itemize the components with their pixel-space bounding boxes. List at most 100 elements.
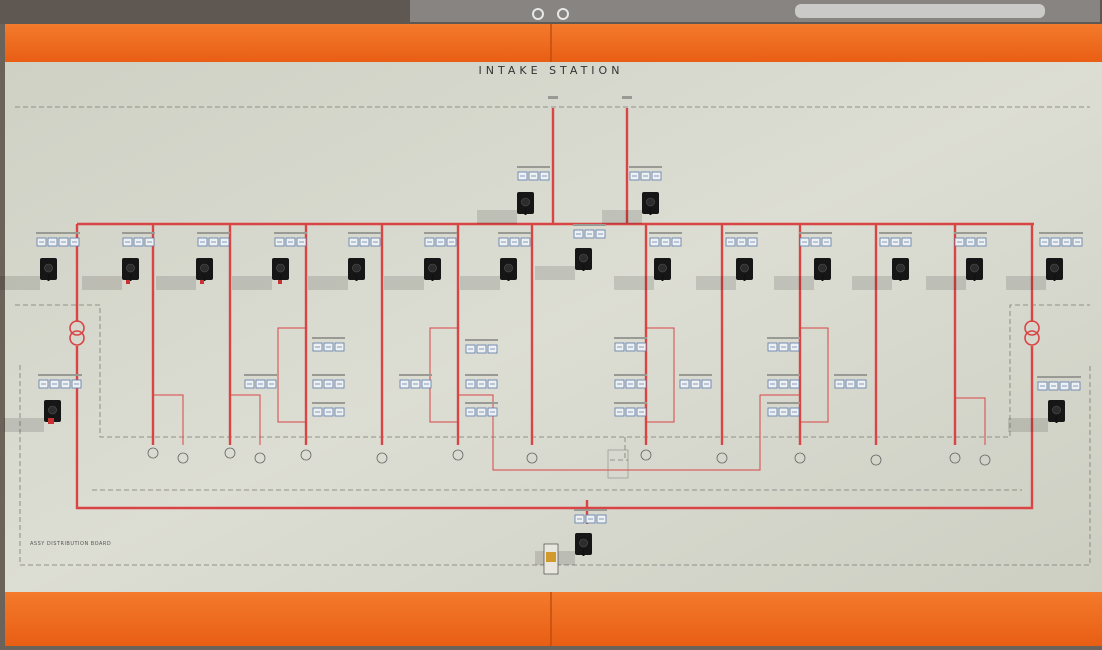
shadow <box>156 276 196 290</box>
meter-label <box>122 232 155 234</box>
meter-group <box>465 339 498 354</box>
meter-label <box>197 232 230 234</box>
meter-group <box>1039 232 1083 247</box>
meter-group <box>649 232 682 247</box>
meter-group <box>799 232 832 247</box>
sub-feeder <box>458 394 800 471</box>
meter-group <box>879 232 912 247</box>
meter-label <box>834 374 867 376</box>
meter-label <box>574 509 607 511</box>
indicator-lamp <box>126 280 130 284</box>
meter-label <box>767 374 800 376</box>
switch-handle <box>973 274 976 281</box>
switch-knob <box>48 405 57 415</box>
incomer-marker <box>622 96 632 99</box>
meter-group <box>767 374 800 389</box>
rotary-switch <box>156 258 213 290</box>
sub-feeder <box>800 327 829 423</box>
meter-group <box>614 337 647 352</box>
motor-icon <box>147 447 159 459</box>
meter-label <box>1039 232 1083 234</box>
meter-group <box>614 402 647 417</box>
meter-label <box>424 232 457 234</box>
meter-label <box>465 402 498 404</box>
bolt-icon <box>532 8 544 20</box>
switch-handle <box>203 274 206 281</box>
meter-label <box>36 232 80 234</box>
rotary-switch <box>535 248 592 280</box>
meter-label <box>465 374 498 376</box>
indicator-lamp <box>200 280 204 284</box>
meter-group <box>767 337 800 352</box>
meter-label <box>767 402 800 404</box>
meter-group <box>573 224 606 239</box>
meter-group <box>399 374 432 389</box>
dashed-line <box>610 437 628 461</box>
meter-group <box>465 402 498 417</box>
meter-group <box>498 232 531 247</box>
switch-knob <box>740 263 749 273</box>
meter-label <box>614 402 647 404</box>
switch-knob <box>646 197 655 207</box>
motor-icon <box>870 454 882 466</box>
sub-feeder <box>153 394 184 445</box>
rotary-switch <box>1006 258 1063 290</box>
rotary-switch <box>4 400 61 432</box>
meter-label <box>312 337 345 339</box>
frame-top <box>5 24 1102 62</box>
frame-bottom <box>5 592 1102 646</box>
meter-label <box>38 374 82 376</box>
rotary-switch <box>232 258 289 290</box>
rotary-switch <box>1008 400 1065 432</box>
meter-label <box>799 232 832 234</box>
meter-label <box>312 402 345 404</box>
shadow <box>852 276 892 290</box>
shadow <box>477 210 517 224</box>
shadow <box>1006 276 1046 290</box>
rotary-switch <box>696 258 753 290</box>
ceiling-window <box>410 0 1100 22</box>
meter-group <box>36 232 80 247</box>
meter-label <box>274 232 307 234</box>
shadow <box>1008 418 1048 432</box>
shadow <box>614 276 654 290</box>
meter-label <box>348 232 381 234</box>
meter-group <box>424 232 457 247</box>
sub-feeder <box>646 327 675 423</box>
meter-group <box>312 402 345 417</box>
motor-icon <box>177 452 189 464</box>
meter-group <box>574 509 607 524</box>
meter-group <box>954 232 987 247</box>
meter-label <box>244 374 277 376</box>
motor-icon <box>452 449 464 461</box>
switch-knob <box>428 263 437 273</box>
sub-feeder <box>277 327 306 423</box>
meter-label <box>498 232 531 234</box>
switch-handle <box>129 274 132 281</box>
meter-label <box>465 339 498 341</box>
switch-knob <box>658 263 667 273</box>
motor-icon <box>254 452 266 464</box>
transformer-icon <box>69 330 85 346</box>
transformer-icon <box>1024 320 1040 336</box>
meter-group <box>312 374 345 389</box>
meter-group <box>348 232 381 247</box>
meter-group <box>312 337 345 352</box>
meter-label <box>399 374 432 376</box>
meter-group <box>244 374 277 389</box>
shadow <box>232 276 272 290</box>
rotary-switch <box>926 258 983 290</box>
meter-group <box>38 374 82 389</box>
shadow <box>535 266 575 280</box>
motor-icon <box>526 452 538 464</box>
meter-label <box>649 232 682 234</box>
switch-knob <box>818 263 827 273</box>
switch-handle <box>899 274 902 281</box>
transformers <box>69 320 1040 346</box>
switch-handle <box>279 274 282 281</box>
indicator-lamp <box>278 280 282 284</box>
meter-label <box>767 337 800 339</box>
meter-label <box>517 166 550 168</box>
